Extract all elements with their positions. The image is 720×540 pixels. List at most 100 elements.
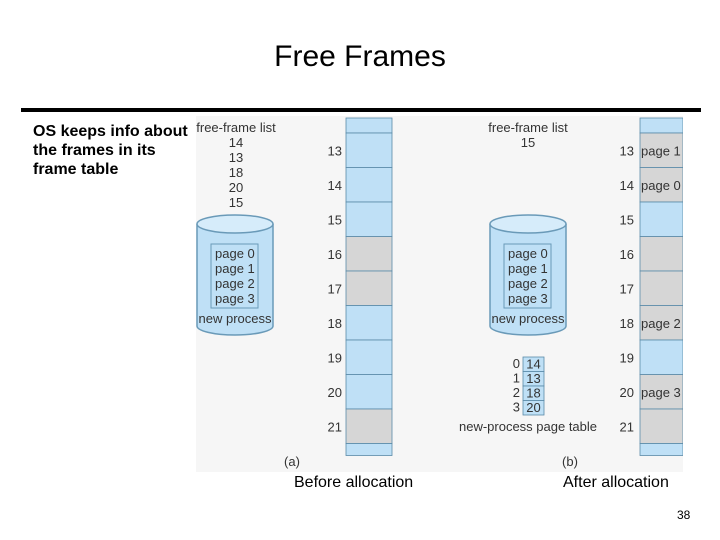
- cylinder-body-a: [196, 224, 274, 336]
- frame-number-label: 13: [328, 143, 342, 158]
- free-frame-list-label-b: free-frame list: [488, 120, 568, 135]
- frame-number-label: 14: [620, 178, 634, 193]
- memory-frame: [345, 167, 393, 203]
- free-frame-list-b: 15: [521, 135, 535, 150]
- frame-number-label: 15: [620, 212, 634, 227]
- disk-page-label: page 2: [215, 276, 255, 291]
- new-process-page-table: 0 14 1 13 2 18 3 20: [513, 356, 545, 416]
- frame-content-label: page 3: [641, 385, 681, 400]
- free-frame-entry: 14: [229, 135, 243, 150]
- frame-number-label: 19: [620, 350, 634, 365]
- page-table-frame: 20: [526, 400, 540, 415]
- free-frame-entry: 13: [229, 150, 243, 165]
- disk-label-b: new process: [492, 311, 565, 326]
- memory-frame: [639, 408, 683, 444]
- free-frame-entry: 15: [229, 195, 243, 210]
- frame-number-label: 20: [620, 385, 634, 400]
- memory-frame: [639, 305, 683, 341]
- disk-page-label: page 1: [215, 261, 255, 276]
- disk-page-label: page 1: [508, 261, 548, 276]
- caption-before-allocation: Before allocation: [294, 474, 414, 491]
- memory-frame: [345, 201, 393, 237]
- memory-frame-above: [345, 117, 393, 134]
- memory-frame: [639, 201, 683, 237]
- page-table-index: 2: [513, 385, 520, 400]
- memory-frame-below: [639, 443, 683, 456]
- caption-after-allocation: After allocation: [563, 474, 669, 491]
- page-table-frame: 14: [526, 357, 540, 372]
- free-frame-entry: 20: [229, 180, 243, 195]
- free-frame-entry: 15: [521, 135, 535, 150]
- memory-frame: [639, 374, 683, 410]
- slide-title: Free Frames: [274, 40, 446, 73]
- frame-number-label: 16: [620, 247, 634, 262]
- memory-frame-above: [639, 117, 683, 134]
- frame-number-label: 13: [620, 143, 634, 158]
- frame-number-label: 18: [620, 316, 634, 331]
- page-number: 38: [677, 508, 691, 522]
- memory-frame: [345, 270, 393, 306]
- frame-number-label: 21: [620, 419, 634, 434]
- memory-frame: [345, 236, 393, 272]
- page-table-cell: [522, 400, 545, 416]
- memory-column-b: page 1 page 0 page 2 page 3: [639, 117, 683, 456]
- disk-label-a: new process: [199, 311, 272, 326]
- figure-label-b: (b): [562, 454, 578, 469]
- memory-frame: [345, 339, 393, 375]
- page-table-index: 1: [513, 371, 520, 386]
- memory-frame: [345, 408, 393, 444]
- frame-number-label: 17: [328, 281, 342, 296]
- memory-frame: [639, 167, 683, 203]
- frame-content-label: page 0: [641, 178, 681, 193]
- frame-number-label: 15: [328, 212, 342, 227]
- disk-page-label: page 0: [215, 246, 255, 261]
- disk-page-label: page 2: [508, 276, 548, 291]
- page-table-index: 3: [513, 400, 520, 415]
- disk-page-label: page 3: [215, 291, 255, 306]
- frame-number-label: 18: [328, 316, 342, 331]
- disk-pages-box-a: [210, 243, 259, 309]
- free-frame-entry: 18: [229, 165, 243, 180]
- frame-content-label: page 2: [641, 316, 681, 331]
- cylinder-body-b: [489, 224, 567, 336]
- frame-number-label: 20: [328, 385, 342, 400]
- title-divider: [21, 108, 701, 112]
- memory-frame: [639, 132, 683, 168]
- frame-number-label: 17: [620, 281, 634, 296]
- frame-number-label: 14: [328, 178, 342, 193]
- page-table-index: 0: [513, 356, 520, 371]
- free-frame-list-label-a: free-frame list: [196, 120, 276, 135]
- memory-frame: [345, 132, 393, 168]
- memory-frame: [639, 270, 683, 306]
- frame-number-label: 21: [328, 419, 342, 434]
- disk-page-label: page 0: [508, 246, 548, 261]
- memory-frame: [639, 236, 683, 272]
- page-table-frame: 18: [526, 386, 540, 401]
- memory-column-a: [345, 117, 393, 456]
- page-table-frame: 13: [526, 371, 540, 386]
- frame-numbers-a: 13 14 15 16 17 18 19 20 21: [328, 143, 342, 434]
- disk-pages-box-b: [503, 243, 552, 309]
- frame-number-label: 19: [328, 350, 342, 365]
- figure-label-a: (a): [284, 454, 300, 469]
- disk-page-label: page 3: [508, 291, 548, 306]
- cylinder-top-a: [196, 214, 274, 234]
- frame-content-label: page 1: [641, 143, 681, 158]
- memory-frame: [345, 305, 393, 341]
- frame-numbers-b: 13 14 15 16 17 18 19 20 21: [620, 143, 634, 434]
- page-table-label: new-process page table: [459, 419, 597, 434]
- memory-frame: [639, 339, 683, 375]
- os-note: OS keeps info about the frames in its fr…: [33, 123, 188, 178]
- frame-number-label: 16: [328, 247, 342, 262]
- memory-frame-below: [345, 443, 393, 456]
- cylinder-top-b: [489, 214, 567, 234]
- memory-frame: [345, 374, 393, 410]
